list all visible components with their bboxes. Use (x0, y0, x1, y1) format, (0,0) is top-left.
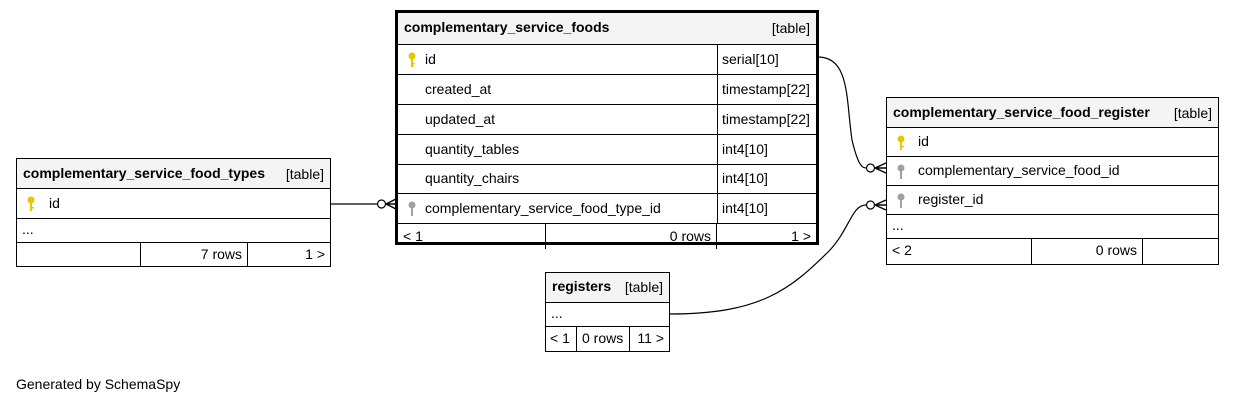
parents-count (17, 243, 141, 266)
generated-by-note: Generated by SchemaSpy (16, 376, 181, 392)
table-tag: [table] (624, 279, 663, 295)
table-complementary-service-foods[interactable]: complementary_service_foods [table] id s… (395, 10, 819, 249)
column-type: timestamp[22] (717, 105, 810, 134)
column-name: register_id (918, 191, 984, 207)
table-name: complementary_service_food_types (23, 165, 265, 181)
ellipsis-row: ... (546, 303, 669, 327)
table-complementary-service-food-types[interactable]: complementary_service_food_types [table]… (16, 158, 331, 267)
table-footer: < 1 0 rows 1 > (398, 224, 816, 249)
primary-key-icon (408, 52, 416, 71)
ellipsis-row: ... (887, 215, 1218, 239)
column-type: int4[10] (717, 194, 768, 223)
column-name: id (918, 133, 929, 149)
table-tag: [table] (1173, 105, 1212, 121)
column-row[interactable]: id serial[10] (398, 45, 816, 75)
column-row[interactable]: quantity_chairs int4[10] (398, 165, 816, 194)
column-row[interactable]: complementary_service_food_type_id int4[… (398, 194, 816, 224)
row-count: 7 rows (141, 243, 248, 266)
column-row[interactable]: updated_at timestamp[22] (398, 105, 816, 135)
column-name: quantity_tables (425, 141, 520, 157)
children-count[interactable]: 11 > (637, 330, 664, 346)
parents-count[interactable]: < 2 (887, 239, 1032, 264)
column-name: updated_at (425, 111, 496, 127)
column-name: complementary_service_food_id (918, 162, 1120, 178)
parents-count[interactable]: < 1 (398, 224, 546, 249)
column-type: int4[10] (717, 135, 768, 164)
ellipsis-row: ... (17, 219, 330, 243)
table-header: registers [table] (546, 273, 669, 303)
column-type: int4[10] (717, 165, 768, 193)
table-tag: [table] (285, 166, 324, 182)
column-row[interactable]: id (17, 189, 330, 219)
table-complementary-service-food-register[interactable]: complementary_service_food_register [tab… (886, 97, 1219, 265)
column-name: quantity_chairs (425, 170, 520, 186)
column-name: id (49, 195, 60, 211)
column-type: timestamp[22] (717, 75, 810, 104)
column-row[interactable]: register_id (887, 186, 1218, 215)
foreign-key-icon (408, 201, 416, 220)
column-row[interactable]: id (887, 128, 1218, 157)
ellipsis: ... (892, 217, 904, 233)
table-header: complementary_service_food_types [table] (17, 159, 330, 189)
table-tag: [table] (771, 20, 810, 36)
table-footer: < 2 0 rows (887, 239, 1218, 264)
column-row[interactable]: complementary_service_food_id (887, 157, 1218, 186)
table-name: complementary_service_foods (404, 19, 610, 35)
table-header: complementary_service_foods [table] (398, 13, 816, 45)
children-count[interactable]: 1 > (791, 228, 811, 244)
row-count: 0 rows (577, 327, 630, 351)
table-name: complementary_service_food_register (893, 104, 1150, 120)
row-count: 0 rows (1032, 239, 1143, 264)
edge-food-type (330, 198, 397, 210)
children-count[interactable]: 1 > (305, 246, 325, 262)
ellipsis: ... (551, 305, 563, 321)
primary-key-icon (897, 135, 905, 154)
ellipsis: ... (22, 221, 34, 237)
foreign-key-icon (897, 193, 905, 212)
column-name: complementary_service_food_type_id (425, 200, 661, 216)
edge-food-register (817, 56, 887, 174)
column-type: serial[10] (717, 45, 779, 74)
children-count (1143, 239, 1218, 264)
column-name: id (425, 51, 436, 67)
parents-count[interactable]: < 1 (546, 327, 577, 351)
column-row[interactable]: created_at timestamp[22] (398, 75, 816, 105)
table-registers[interactable]: registers [table] ... < 1 0 rows 11 > (545, 272, 670, 352)
edge-register (669, 199, 887, 315)
table-name: registers (552, 278, 612, 294)
row-count: 0 rows (546, 224, 717, 249)
foreign-key-icon (897, 164, 905, 183)
column-name: created_at (425, 81, 492, 97)
table-footer: 7 rows 1 > (17, 243, 330, 266)
column-row[interactable]: quantity_tables int4[10] (398, 135, 816, 165)
primary-key-icon (27, 196, 35, 215)
table-header: complementary_service_food_register [tab… (887, 98, 1218, 128)
table-footer: < 1 0 rows 11 > (546, 327, 669, 351)
